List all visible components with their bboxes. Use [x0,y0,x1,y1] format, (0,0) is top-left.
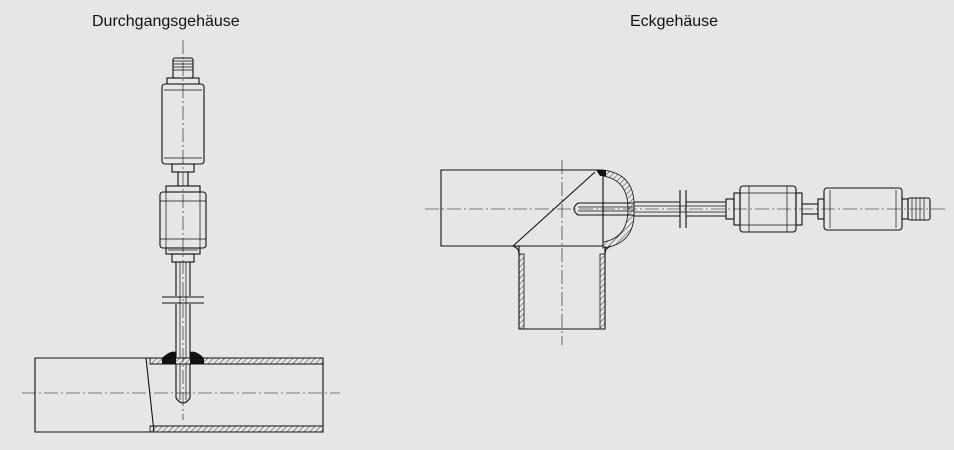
corner-transmitter-head [817,187,909,231]
corner-end-cap [596,169,635,249]
inline-transmitter-head [161,83,205,173]
corner-thermowell [573,202,634,216]
corner-hex-nut [733,185,803,233]
corner-housing-title: Eckgehäuse [630,13,719,30]
corner-tee-body [440,169,612,330]
inline-probe-shaft [162,253,204,358]
corner-connector-plug [907,197,931,221]
corner-housing-drawing [425,160,948,345]
inline-housing-title: Durchgangsgehäuse [92,13,240,30]
inline-hex-nut [159,185,207,255]
inline-housing-drawing [22,40,340,433]
corner-probe-shaft [634,190,735,228]
inline-connector-plug [166,57,200,85]
inline-pipe-section [34,351,324,433]
